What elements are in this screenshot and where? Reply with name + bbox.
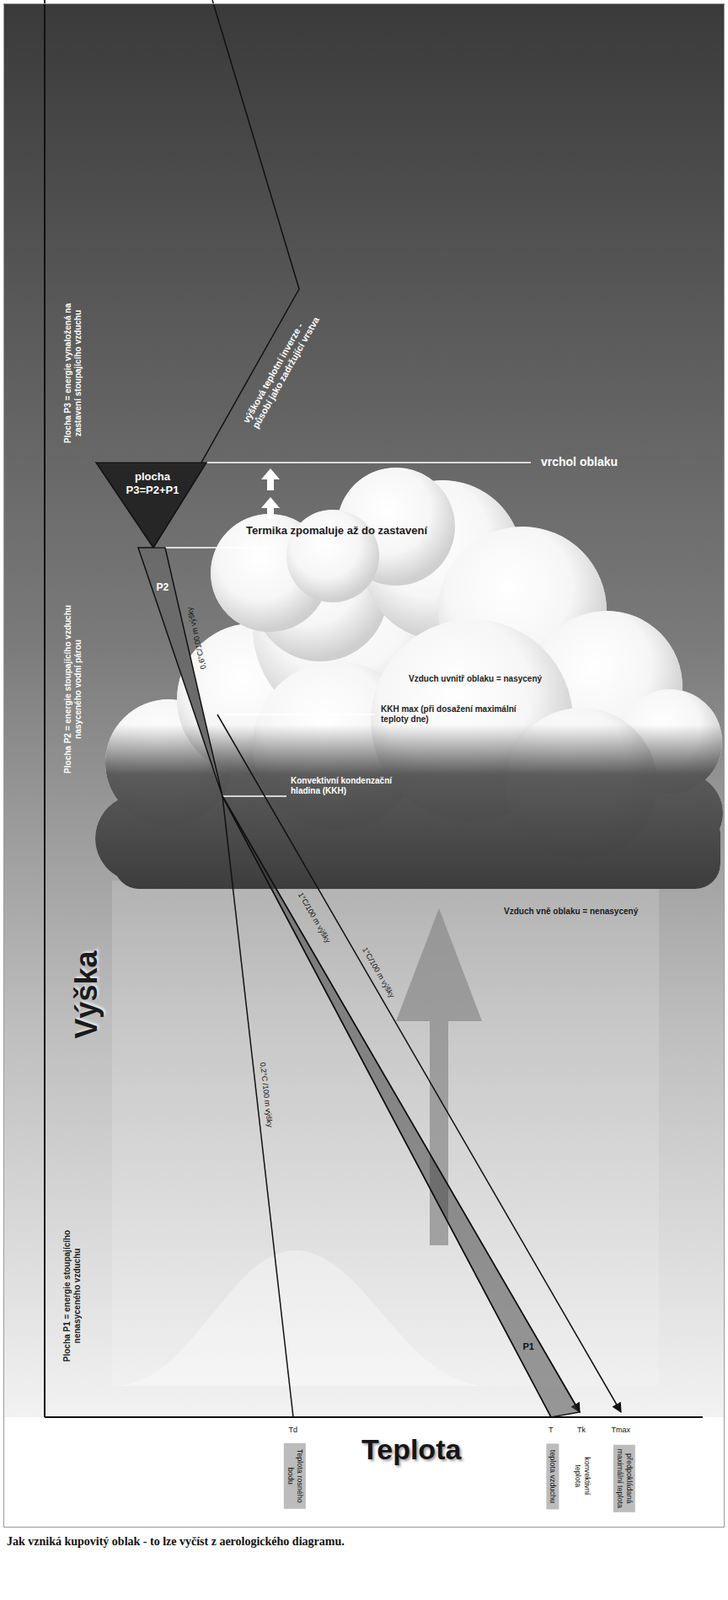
area-sliver: P2	[138, 547, 223, 797]
area-triangle: plocha P3=P2+P1	[96, 462, 207, 548]
cloud-body	[0, 455, 728, 894]
tick-description: předpokládaná maximální teplota	[613, 1445, 636, 1513]
area-label: P2	[156, 581, 170, 594]
thermal-arrows	[261, 468, 280, 520]
tick-description: Teplota rosného bodu	[283, 1443, 306, 1510]
axis-title: Výška	[68, 950, 105, 1039]
area-explanation: Plocha P2 = energie stoupajícího vzduchu…	[62, 603, 83, 777]
axis-tick: T	[548, 1425, 554, 1435]
area-band: P1	[222, 796, 582, 1418]
area-explanation: Plocha P1 = energie stoupajícího nenasyc…	[62, 1213, 83, 1379]
area-shape	[222, 796, 580, 1418]
tick-description: konvektivní teplota	[572, 1446, 592, 1506]
area-outline	[138, 547, 223, 797]
axis-title: Teplota	[361, 1432, 461, 1467]
cloud-base	[0, 724, 728, 894]
level-lines	[96, 462, 531, 797]
level-label: vrchol oblaku	[540, 455, 618, 470]
air-note: Vzduch vně oblaku = nenasycený	[503, 906, 638, 917]
caption: Jak vzniká kupovitý oblak - to lze vyčís…	[6, 1535, 345, 1550]
area-shape	[138, 547, 223, 797]
axes	[44, 0, 703, 1418]
frame	[4, 4, 725, 1528]
area-label: P1	[523, 1341, 535, 1353]
level-label: Konvektivní kondenzační hladina (KKH)	[290, 776, 418, 797]
area-shape	[96, 462, 207, 548]
axis-tick: Td	[289, 1425, 299, 1435]
sounding-curves	[153, 0, 621, 1418]
tick-description: teplota vzduchu	[546, 1443, 560, 1510]
cloud-note: Termika zpomaluje až do zastavení	[246, 524, 428, 538]
axis-tick: Tmax	[611, 1425, 632, 1435]
axis-tick: Tk	[577, 1425, 586, 1435]
area-label: plocha P3=P2+P1	[117, 470, 188, 497]
area-outline	[222, 796, 582, 1418]
cloud-note: Vzduch uvnitř oblaku = nasycený	[408, 674, 542, 685]
area-explanation: Plocha P3 = energie vynaložená na zastav…	[62, 287, 83, 461]
sky-background	[4, 4, 724, 1418]
cumulus-cloud	[0, 455, 728, 894]
level-label: KKH max (při dosažení maximální teploty …	[380, 704, 533, 725]
thermal-bubble	[112, 1250, 489, 1387]
thermal-column	[112, 880, 659, 1387]
